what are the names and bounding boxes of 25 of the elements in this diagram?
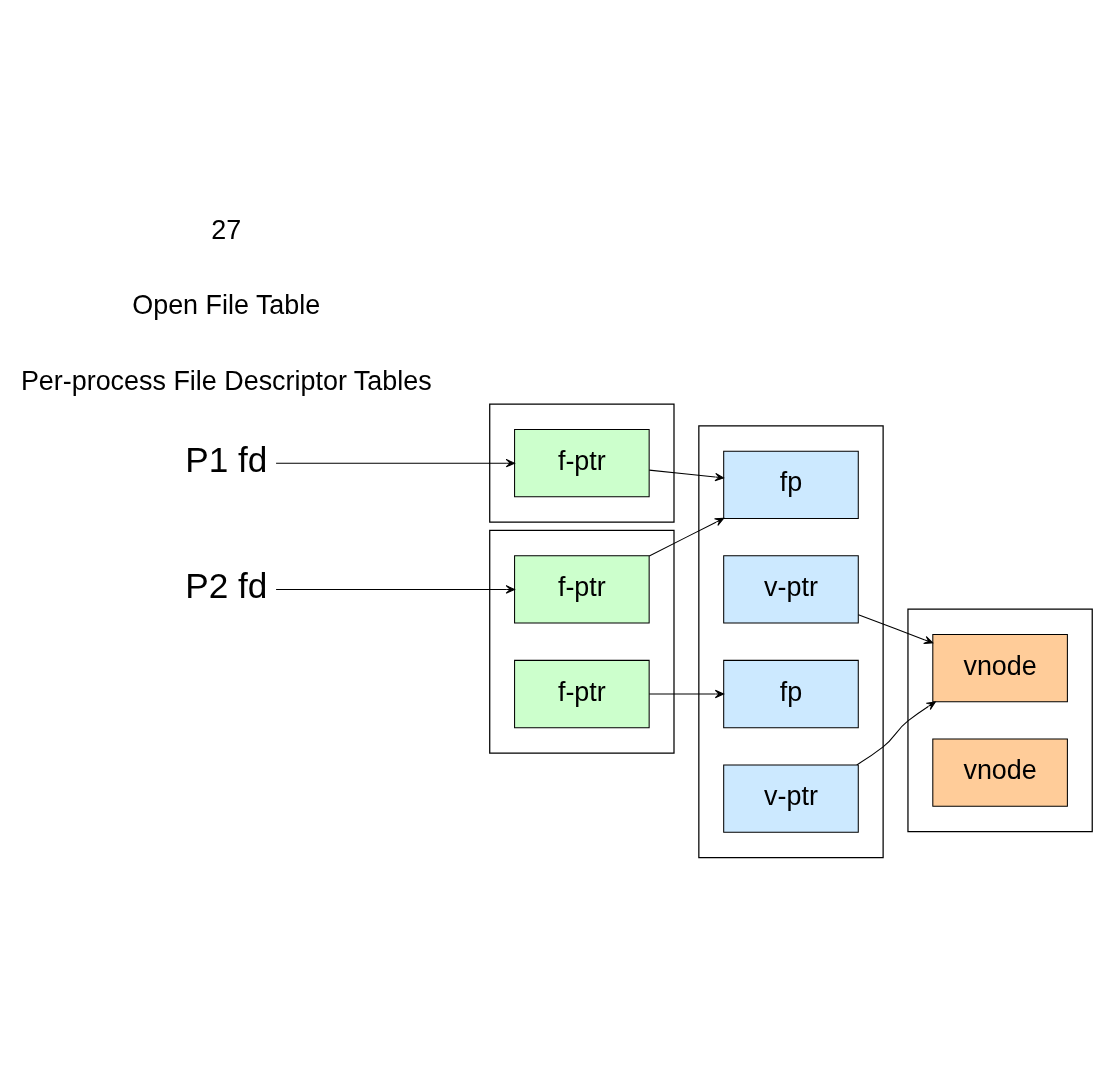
node-text: P2 fd (185, 566, 268, 606)
label: Per-process File Descriptor Tables (20, 365, 432, 396)
label: 27 (211, 214, 242, 245)
node-box: v-ptr (723, 555, 859, 624)
cluster (698, 425, 884, 859)
node-box: vnode (932, 633, 1068, 703)
node-box: f-ptr (514, 429, 650, 498)
arrow (648, 469, 725, 482)
label: Open File Table (132, 290, 321, 321)
arrow (648, 689, 725, 699)
cluster (907, 608, 1093, 833)
arrow (648, 517, 725, 557)
arrow (275, 585, 515, 594)
node-box: fp (723, 450, 859, 520)
arrow (857, 614, 934, 644)
cluster (489, 529, 675, 754)
node-box: f-ptr (514, 659, 650, 729)
arrow (275, 458, 515, 468)
node-box: v-ptr (723, 764, 859, 833)
node-box: vnode (932, 738, 1068, 807)
node-text: P1 fd (185, 440, 268, 480)
cluster (489, 403, 675, 523)
node-box: fp (723, 659, 859, 729)
node-box: f-ptr (514, 555, 650, 624)
arrow (856, 701, 936, 766)
